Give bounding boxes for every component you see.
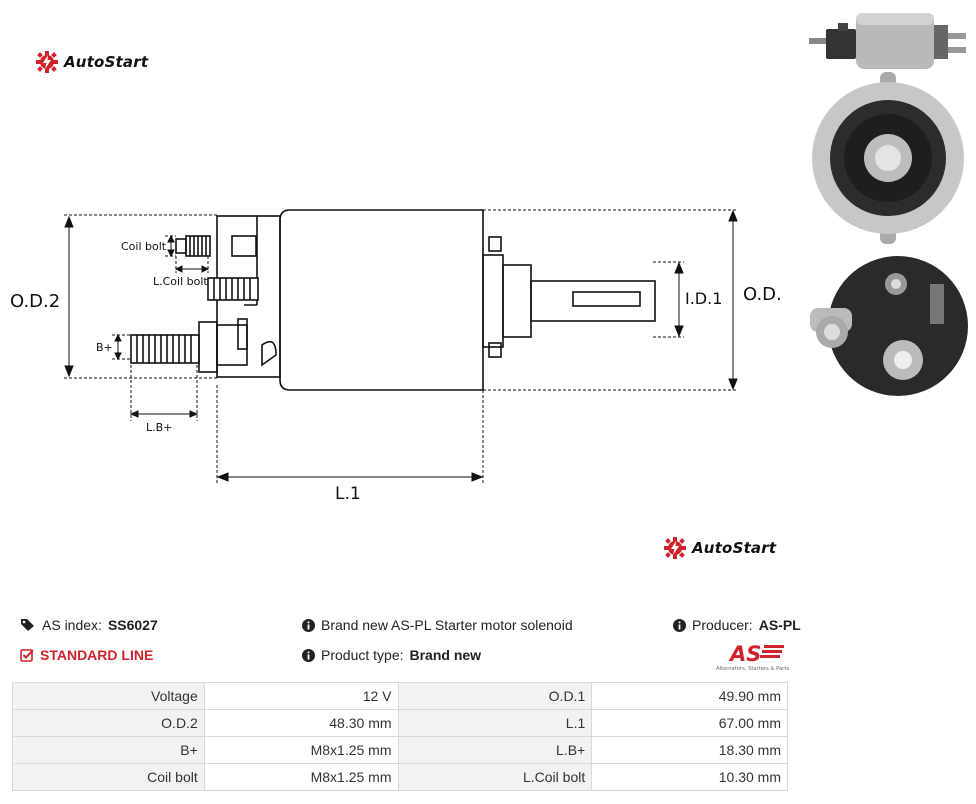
description-text: Brand new AS-PL Starter motor solenoid: [321, 617, 573, 633]
table-row: O.D.2 48.30 mm L.1 67.00 mm: [12, 709, 788, 737]
info-circle-icon: [302, 618, 315, 632]
spec-label: L.B+: [397, 736, 593, 764]
as-index: AS index: SS6027: [20, 617, 158, 633]
tags-icon: [21, 619, 34, 631]
spec-value: 12 V: [203, 682, 399, 710]
svg-text:AS: AS: [728, 642, 761, 666]
spec-label: L.1: [397, 709, 593, 737]
product-description: Brand new AS-PL Starter motor solenoid: [302, 617, 573, 633]
table-row: B+ M8x1.25 mm L.B+ 18.30 mm: [12, 736, 788, 764]
standard-line-label: STANDARD LINE: [40, 647, 154, 663]
solenoid-rear-photo: [810, 256, 968, 396]
info-circle-icon: [302, 648, 315, 662]
as-index-label: AS index:: [42, 617, 102, 633]
solenoid-side-photo: [809, 13, 966, 69]
coil-bolt-label: Coil bolt: [121, 240, 167, 253]
logo-text: AutoStart: [692, 539, 777, 557]
autostart-logo-secondary: AutoStart: [664, 537, 776, 559]
spec-value: M8x1.25 mm: [203, 736, 399, 764]
l-coil-bolt-label: L.Coil bolt: [153, 275, 208, 288]
coil-bolt: [175, 235, 211, 257]
as-logo-tagline: Alternators, Starters & Parts: [716, 666, 789, 672]
spec-value: M8x1.25 mm: [203, 763, 399, 791]
lb-label: L.B+: [146, 421, 172, 434]
od1-label: O.D.1: [743, 284, 780, 305]
spec-table: Voltage 12 V O.D.1 49.90 mm O.D.2 48.30 …: [12, 682, 788, 791]
autostart-logo: AutoStart: [36, 51, 148, 73]
spec-label: O.D.2: [12, 709, 205, 737]
checkbox-checked-icon: [20, 649, 34, 662]
table-row: Voltage 12 V O.D.1 49.90 mm: [12, 682, 788, 710]
b-plus-bolt: [130, 318, 248, 373]
spec-label: Voltage: [12, 682, 205, 710]
as-index-value: SS6027: [107, 617, 158, 633]
product-type-value: Brand new: [409, 647, 482, 663]
spec-value: 67.00 mm: [591, 709, 788, 737]
product-type: Product type: Brand new: [302, 647, 481, 663]
spec-value: 48.30 mm: [203, 709, 399, 737]
logo-text: AutoStart: [64, 53, 149, 71]
standard-line: STANDARD LINE: [20, 647, 153, 663]
table-row: Coil bolt M8x1.25 mm L.Coil bolt 10.30 m…: [12, 763, 788, 791]
spec-label: O.D.1: [397, 682, 593, 710]
spec-label: B+: [12, 736, 205, 764]
id1-label: I.D.1: [685, 289, 722, 308]
spec-value: 49.90 mm: [591, 682, 788, 710]
as-pl-logo: AS Alternators, Starters & Parts: [716, 642, 789, 672]
producer: Producer: AS-PL: [673, 617, 801, 633]
bplus-label: B+: [96, 341, 113, 354]
spec-value: 18.30 mm: [591, 736, 788, 764]
product-type-label: Product type:: [321, 647, 404, 663]
autostart-gear-icon: [664, 537, 686, 559]
spec-label: L.Coil bolt: [397, 763, 593, 791]
spec-value: 10.30 mm: [591, 763, 788, 791]
info-circle-icon: [673, 618, 686, 632]
autostart-gear-icon: [36, 51, 58, 73]
od2-label: O.D.2: [10, 291, 60, 312]
producer-value: AS-PL: [758, 617, 801, 633]
solenoid-diagram: O.D.2 O.D.1 I.D.1 L.1 L.B+ B+ Coil bolt …: [10, 209, 780, 504]
spec-label: Coil bolt: [12, 763, 205, 791]
solenoid-front-photo: [812, 72, 964, 244]
producer-label: Producer:: [692, 617, 753, 633]
l1-label: L.1: [335, 484, 361, 504]
